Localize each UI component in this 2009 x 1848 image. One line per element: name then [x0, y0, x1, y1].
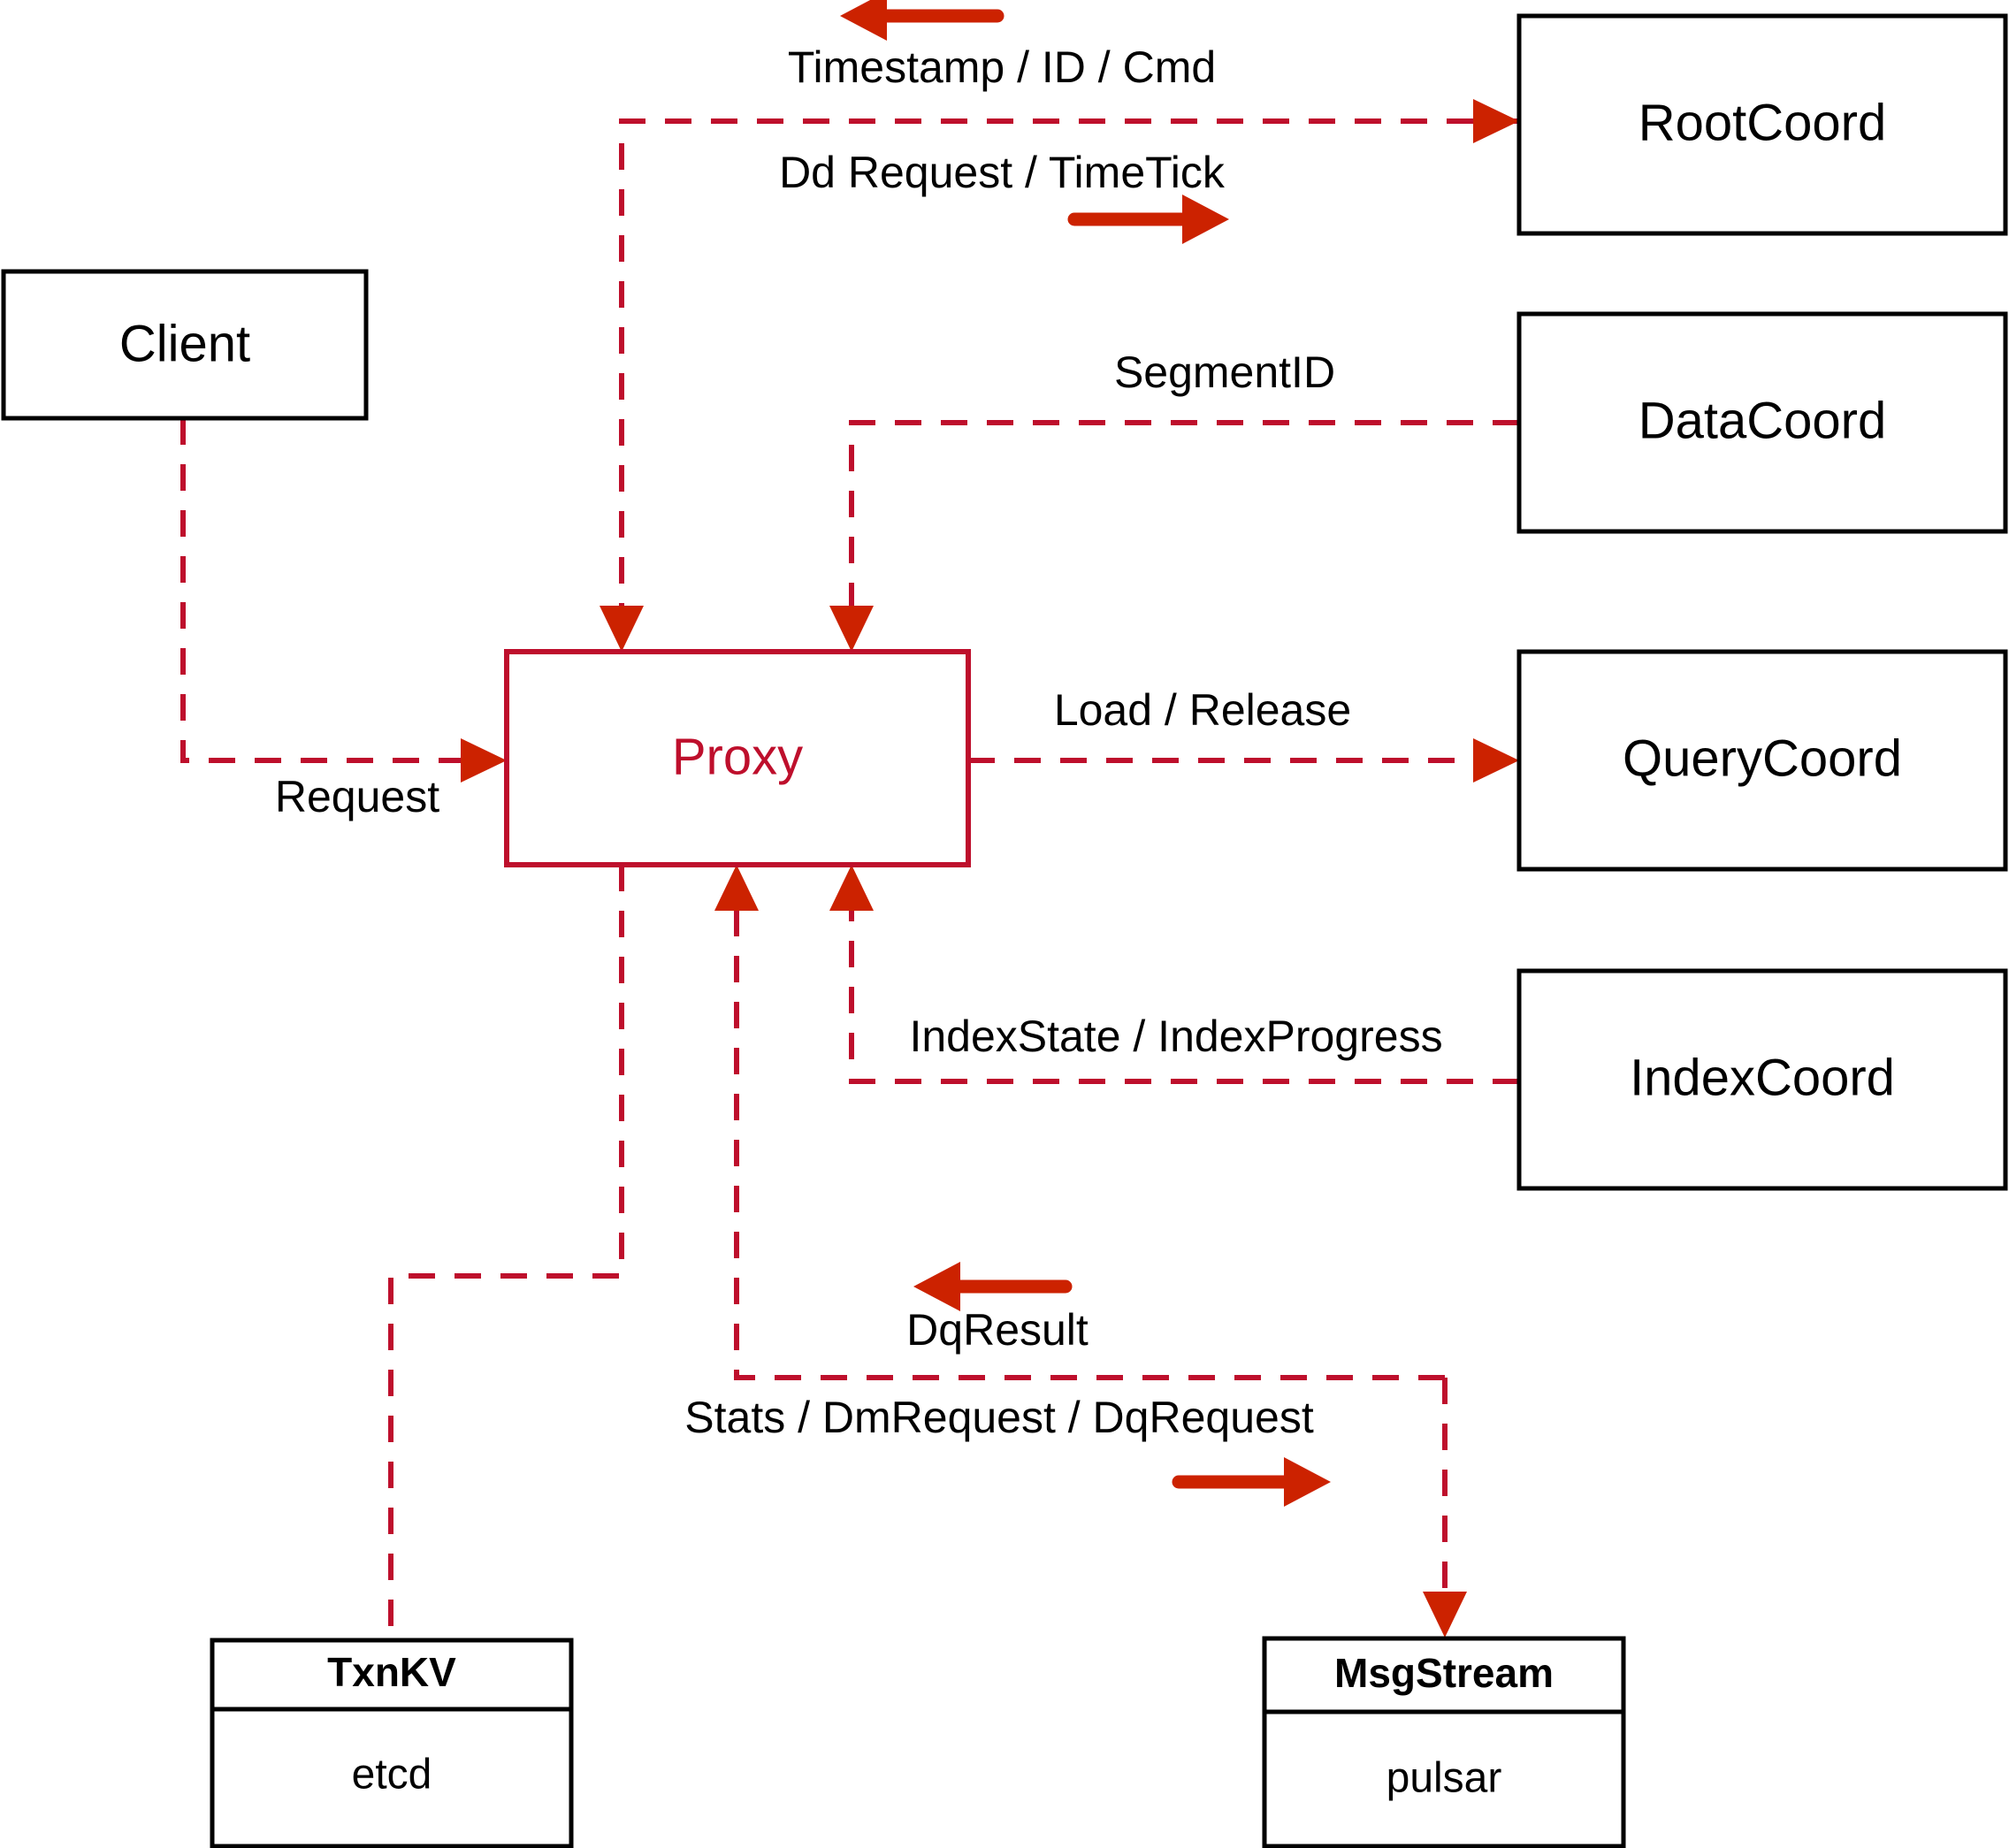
edge-datacoord-proxy	[829, 420, 1519, 652]
node-txnkv-impl-label: etcd	[352, 1752, 432, 1798]
node-indexcoord[interactable]: IndexCoord	[1516, 968, 2008, 1191]
node-datacoord-label: DataCoord	[1639, 392, 1886, 449]
edge-msgstream-proxy	[714, 865, 1445, 1380]
arrowhead-into-proxy-bottom-right	[829, 865, 874, 911]
edge-label-timestamp-id-cmd: Timestamp / ID / Cmd	[788, 42, 1216, 92]
node-msgstream[interactable]: MsgStream pulsar	[1262, 1636, 1626, 1848]
arrowhead-into-proxy-left	[461, 738, 507, 783]
edge-label-segmentid: SegmentID	[1114, 347, 1335, 397]
arrowhead-into-msgstream	[1423, 1592, 1467, 1638]
edge-proxy-querycoord	[968, 738, 1519, 783]
direction-arrow-stats-dmrequest-dqrequest	[1172, 1457, 1331, 1507]
edge-label-load-release: Load / Release	[1054, 685, 1351, 735]
edge-indexcoord-proxy	[829, 865, 1519, 1084]
node-rootcoord[interactable]: RootCoord	[1516, 13, 2008, 236]
arrowhead-into-proxy-top-left	[600, 606, 644, 652]
node-msgstream-label: MsgStream	[1334, 1650, 1554, 1696]
node-client[interactable]: Client	[1, 269, 369, 421]
arrowhead-into-querycoord	[1473, 738, 1519, 783]
edge-proxy-msgstream	[1423, 1378, 1467, 1638]
direction-arrow-dd-request-timetick	[1067, 195, 1229, 244]
node-querycoord-label: QueryCoord	[1623, 729, 1902, 787]
edge-rootcoord-proxy	[600, 118, 1519, 652]
direction-arrow-dqresult	[913, 1262, 1073, 1311]
arrowhead-into-proxy-top-right	[829, 606, 874, 652]
node-indexcoord-label: IndexCoord	[1630, 1049, 1895, 1106]
edge-proxy-rootcoord	[1473, 99, 1519, 143]
node-txnkv-label: TxnKV	[327, 1649, 456, 1695]
node-proxy[interactable]: Proxy	[504, 649, 971, 867]
direction-arrow-timestamp-id-cmd	[840, 0, 1004, 41]
node-rootcoord-label: RootCoord	[1639, 94, 1886, 151]
edge-proxy-txnkv	[388, 865, 624, 1640]
node-txnkv[interactable]: TxnKV etcd	[210, 1638, 574, 1848]
arrowhead-into-rootcoord	[1473, 99, 1519, 143]
edge-label-indexstate-indexprogress: IndexState / IndexProgress	[909, 1012, 1442, 1061]
arrowhead-into-proxy-bottom-center	[714, 865, 759, 911]
node-proxy-label: Proxy	[672, 728, 803, 785]
edge-label-dqresult: DqResult	[906, 1305, 1089, 1355]
edge-label-dd-request-timetick: Dd Request / TimeTick	[779, 148, 1226, 197]
node-datacoord[interactable]: DataCoord	[1516, 311, 2008, 534]
edge-label-stats-dmrequest-dqrequest: Stats / DmRequest / DqRequest	[684, 1393, 1314, 1442]
node-querycoord[interactable]: QueryCoord	[1516, 649, 2008, 872]
edge-client-proxy	[180, 418, 507, 783]
node-msgstream-impl-label: pulsar	[1386, 1755, 1502, 1802]
edge-label-request: Request	[275, 772, 439, 821]
node-client-label: Client	[119, 315, 250, 372]
